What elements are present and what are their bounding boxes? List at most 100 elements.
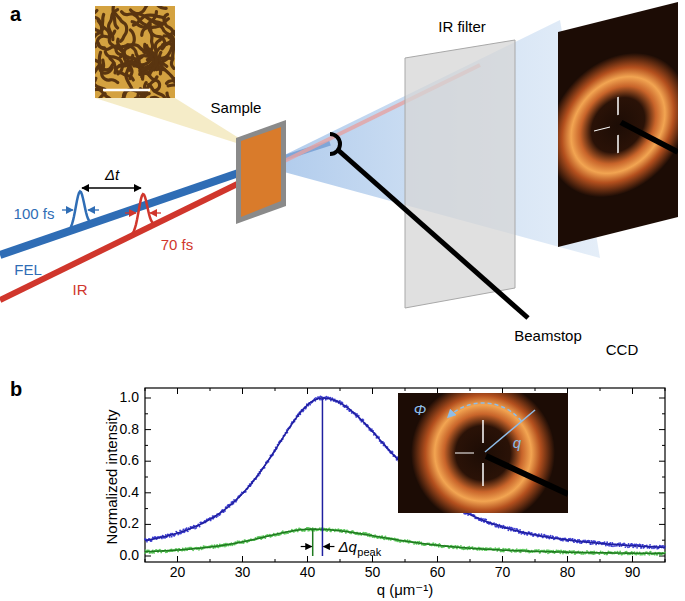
data-point [199, 526, 201, 528]
beam-label: FEL [14, 262, 42, 279]
axis-tick [177, 388, 178, 394]
axis-tick [145, 492, 151, 493]
data-point [192, 549, 194, 551]
axis-tick [177, 556, 178, 562]
domain-stripe [112, 6, 118, 28]
beam-label: IR [73, 282, 88, 299]
axis-tick [662, 540, 665, 541]
beamstop-rod [338, 150, 528, 318]
axis-title: q (μm⁻¹) [377, 582, 434, 599]
axis-tick [659, 524, 665, 525]
width-arrow [150, 212, 161, 213]
panel-letter: a [10, 3, 21, 25]
figure-shape [411, 393, 568, 513]
ir-filter [405, 40, 515, 308]
data-point [590, 543, 592, 545]
width-arrow [125, 212, 136, 213]
data-point [524, 533, 526, 535]
data-point [656, 554, 658, 556]
axis-tick [665, 388, 666, 391]
domain-stripe [164, 13, 175, 36]
axis-tick [210, 388, 211, 391]
tick-label: 1.0 [120, 390, 139, 405]
data-point [502, 548, 504, 550]
data-point [485, 519, 487, 521]
data-point [516, 528, 518, 530]
data-point [173, 535, 175, 537]
axis-tick [662, 477, 665, 478]
axis-tick [145, 477, 148, 478]
axis-tick [535, 559, 536, 562]
data-point [514, 528, 516, 530]
data-point [623, 542, 625, 544]
sample-frame [236, 120, 286, 224]
data-point [160, 552, 162, 554]
axis-title: Normalized intensity [104, 409, 121, 544]
figure-shape [482, 463, 484, 486]
data-point [612, 545, 614, 547]
data-point [650, 551, 652, 553]
axis-tick [659, 429, 665, 430]
delay-arrow [82, 187, 141, 188]
azimuth-arc [448, 403, 522, 421]
axis-tick [145, 559, 146, 562]
axis-tick [307, 556, 308, 562]
axis-tick [470, 559, 471, 562]
axis-tick [665, 559, 666, 562]
data-point [651, 547, 653, 549]
data-point [617, 551, 619, 553]
plot-frame [145, 388, 665, 562]
data-point [608, 545, 610, 547]
data-point [624, 546, 626, 548]
domain-stripe [137, 56, 154, 70]
data-point [562, 553, 564, 555]
data-point [190, 547, 192, 549]
panel-letter: b [10, 378, 22, 400]
tick-label: 30 [235, 565, 251, 580]
axis-tick [437, 556, 438, 562]
data-point [520, 551, 522, 553]
data-point [606, 541, 608, 543]
domain-stripe [102, 60, 118, 82]
ccd-image [548, 0, 685, 249]
domain-stripe [149, 85, 172, 98]
data-point [626, 551, 628, 553]
sample-face [241, 127, 281, 217]
data-point [498, 527, 500, 529]
figure-shape [486, 456, 568, 494]
data-point [556, 550, 558, 552]
tick-label: 0.2 [120, 517, 139, 532]
shift-label: Δq [338, 538, 356, 555]
q-vector [485, 410, 535, 452]
axis-tick [600, 559, 601, 562]
data-point [460, 545, 462, 547]
figure-shape [617, 97, 619, 115]
data-point [614, 545, 616, 547]
part-label: CCD [606, 342, 639, 359]
data-point [543, 534, 545, 536]
domain-stripe [169, 37, 174, 68]
tick-label: 0.0 [120, 548, 139, 563]
domain-stripe [135, 77, 157, 98]
data-point [572, 538, 574, 540]
data-point [649, 554, 651, 556]
domain-stripe [115, 62, 143, 73]
figure-shape [617, 135, 619, 153]
data-point [509, 526, 511, 528]
data-points [144, 527, 666, 556]
data-point [326, 530, 328, 532]
axis-tick [470, 388, 471, 391]
data-point [182, 529, 184, 531]
domain-stripe [146, 47, 156, 75]
data-point [649, 544, 651, 546]
axis-tick [242, 556, 243, 562]
data-point [171, 536, 173, 538]
data-point [643, 547, 645, 549]
inset-label: q [513, 435, 521, 452]
tick-label: 80 [560, 565, 576, 580]
duration-label: 70 fs [161, 237, 194, 254]
data-point [550, 535, 552, 537]
data-point [203, 545, 205, 547]
axis-tick [210, 559, 211, 562]
shift-arrow [323, 546, 334, 547]
